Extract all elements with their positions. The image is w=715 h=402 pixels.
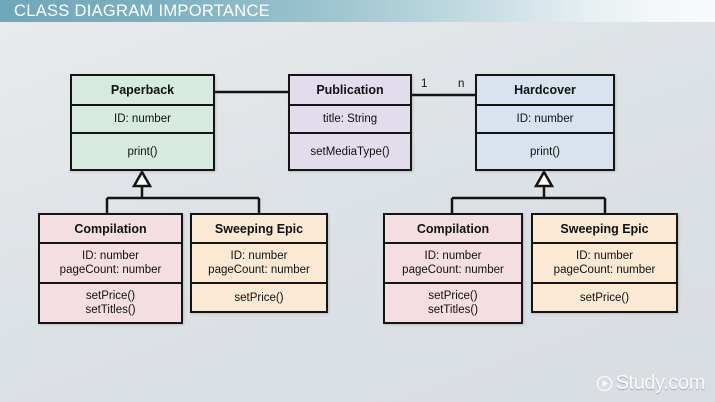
operation-line: setMediaType() xyxy=(310,145,390,158)
class-operations-publication: setMediaType() xyxy=(290,134,410,169)
attribute-line: pageCount: number xyxy=(553,264,656,276)
class-box-compilation-right[interactable]: Compilation ID: number pageCount: number… xyxy=(383,213,523,324)
class-box-hardcover[interactable]: Hardcover ID: number print() xyxy=(475,74,615,171)
attribute-line: ID: number xyxy=(82,250,139,262)
class-title-hardcover: Hardcover xyxy=(477,76,613,106)
attribute-line: ID: number xyxy=(576,250,633,262)
class-attributes-epic-right: ID: number pageCount: number xyxy=(533,244,676,284)
class-title-epic-left: Sweeping Epic xyxy=(192,215,326,244)
multiplicity-n: n xyxy=(458,78,465,90)
operation-line: setPrice() xyxy=(579,291,630,304)
class-title-compilation-right: Compilation xyxy=(385,215,521,244)
attribute-line: ID: number xyxy=(230,250,288,262)
operation-line: setTitles() xyxy=(427,304,479,316)
class-attributes-paperback: ID: number xyxy=(72,106,213,134)
attribute-line: ID: number xyxy=(114,113,171,125)
play-circle-icon xyxy=(596,375,612,391)
attribute-line: pageCount: number xyxy=(208,264,310,276)
class-attributes-publication: title: String xyxy=(290,106,410,134)
class-title-publication: Publication xyxy=(290,76,410,106)
class-box-epic-left[interactable]: Sweeping Epic ID: number pageCount: numb… xyxy=(190,213,328,313)
attribute-line: pageCount: number xyxy=(402,264,504,276)
page-title: CLASS DIAGRAM IMPORTANCE xyxy=(14,2,270,20)
class-attributes-compilation-left: ID: number pageCount: number xyxy=(40,244,181,284)
class-box-epic-right[interactable]: Sweeping Epic ID: number pageCount: numb… xyxy=(531,213,678,313)
class-title-compilation-left: Compilation xyxy=(40,215,181,244)
attribute-line: pageCount: number xyxy=(59,264,162,276)
attribute-line: ID: number xyxy=(424,250,482,262)
class-operations-epic-left: setPrice() xyxy=(192,284,326,311)
multiplicity-one: 1 xyxy=(421,78,428,90)
operation-line: print() xyxy=(127,145,158,158)
operation-line: setTitles() xyxy=(85,304,136,316)
watermark-label: Study.com xyxy=(615,372,706,394)
study-com-watermark: Study.com xyxy=(596,372,705,394)
class-box-paperback[interactable]: Paperback ID: number print() xyxy=(70,74,215,171)
inheritance-triangle-paperback xyxy=(131,169,153,188)
attribute-line: ID: number xyxy=(516,113,574,125)
class-attributes-epic-left: ID: number pageCount: number xyxy=(192,244,326,284)
attribute-line: title: String xyxy=(322,113,378,125)
class-attributes-compilation-right: ID: number pageCount: number xyxy=(385,244,521,284)
class-attributes-hardcover: ID: number xyxy=(477,106,613,134)
operation-line: print() xyxy=(529,145,561,158)
class-operations-epic-right: setPrice() xyxy=(533,284,676,311)
inheritance-triangle-hardcover xyxy=(533,169,555,188)
class-operations-compilation-right: setPrice() setTitles() xyxy=(385,284,521,322)
class-box-compilation-left[interactable]: Compilation ID: number pageCount: number… xyxy=(38,213,183,324)
operation-line: setPrice() xyxy=(428,290,478,302)
class-title-epic-right: Sweeping Epic xyxy=(533,215,676,244)
class-box-publication[interactable]: Publication title: String setMediaType() xyxy=(288,74,412,171)
operation-line: setPrice() xyxy=(85,290,136,302)
class-operations-hardcover: print() xyxy=(477,134,613,169)
header-bar: CLASS DIAGRAM IMPORTANCE xyxy=(0,0,715,22)
class-title-paperback: Paperback xyxy=(72,76,213,106)
class-operations-compilation-left: setPrice() setTitles() xyxy=(40,284,181,322)
operation-line: setPrice() xyxy=(234,291,284,304)
class-operations-paperback: print() xyxy=(72,134,213,169)
